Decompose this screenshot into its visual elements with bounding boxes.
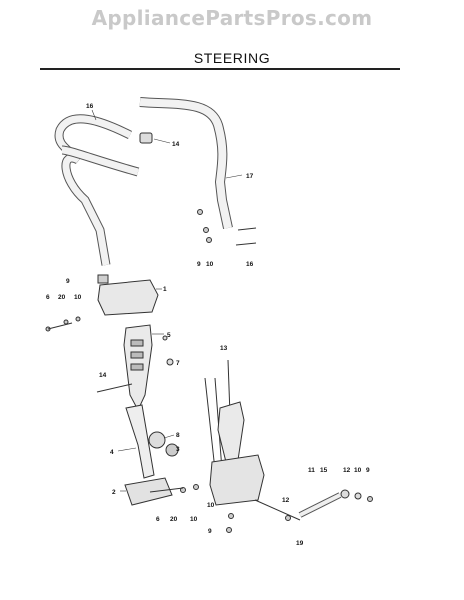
callout: 6 bbox=[46, 294, 50, 301]
callout: 20 bbox=[170, 516, 178, 523]
callout: 3 bbox=[176, 446, 180, 453]
callout: 10 bbox=[74, 294, 82, 301]
callout: 9 bbox=[366, 467, 370, 474]
callout: 10 bbox=[206, 261, 214, 268]
right-handlebar bbox=[139, 97, 233, 230]
bolt bbox=[96, 383, 133, 393]
callout: 11 bbox=[308, 467, 315, 474]
upper-bracket bbox=[97, 279, 159, 316]
callout: 19 bbox=[296, 540, 304, 547]
callout: 16 bbox=[246, 261, 254, 268]
callout: 17 bbox=[246, 173, 254, 180]
callout: 16 bbox=[86, 103, 94, 110]
watermark: AppliancePartsPros.com bbox=[91, 6, 373, 30]
page-title: STEERING bbox=[193, 50, 271, 66]
callout: 2 bbox=[112, 489, 116, 496]
callout: 10 bbox=[207, 502, 215, 509]
title-rule bbox=[40, 68, 400, 70]
callout: 9 bbox=[208, 528, 212, 535]
callout: 12 bbox=[282, 497, 290, 504]
callout: 7 bbox=[176, 360, 180, 367]
lower-arm bbox=[125, 404, 155, 479]
callout: 15 bbox=[320, 467, 328, 474]
callout: 14 bbox=[99, 372, 107, 379]
callout: 4 bbox=[110, 449, 114, 456]
callout: 10 bbox=[354, 467, 362, 474]
callout: 13 bbox=[220, 345, 228, 352]
callout: 9 bbox=[197, 261, 201, 268]
long-bolt-1 bbox=[204, 377, 216, 471]
left-handlebar bbox=[54, 114, 140, 266]
cap-part bbox=[139, 132, 153, 144]
lower-block bbox=[124, 477, 173, 506]
callout: 9 bbox=[66, 278, 70, 285]
callout: 12 bbox=[343, 467, 351, 474]
right-steering-plate bbox=[217, 401, 245, 463]
callout: 6 bbox=[156, 516, 160, 523]
callout: 1 bbox=[163, 286, 167, 293]
callout: 14 bbox=[172, 141, 180, 148]
right-bracket bbox=[209, 454, 265, 506]
callout: 5 bbox=[167, 332, 171, 339]
callout: 8 bbox=[176, 432, 180, 439]
callout: 10 bbox=[190, 516, 198, 523]
callout: 20 bbox=[58, 294, 66, 301]
